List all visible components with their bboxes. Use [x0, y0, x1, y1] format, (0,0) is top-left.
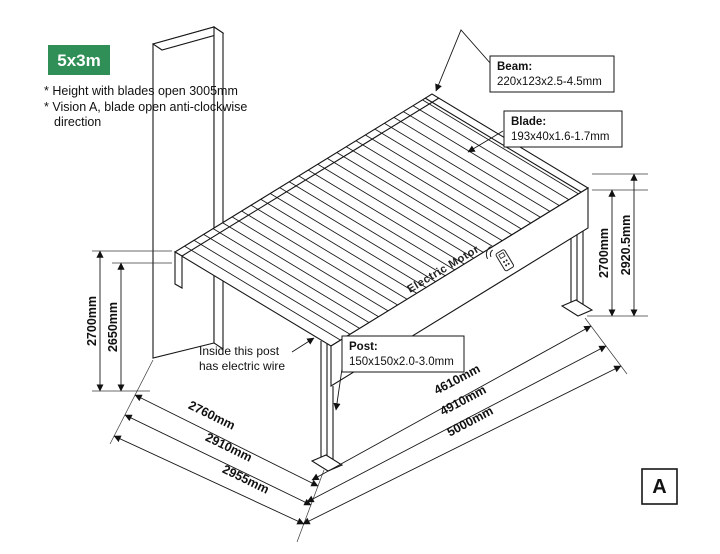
post-callout-spec: 150x150x2.0-3.0mm — [349, 356, 454, 368]
dim-label-right-inner: 2700mm — [597, 228, 611, 278]
view-label-box: A — [641, 468, 678, 505]
callout-leaders — [291, 29, 504, 411]
dim-label-depth-1: 2760mm — [186, 398, 237, 433]
wire-leader — [291, 337, 315, 353]
wire-note-line1: Inside this post — [199, 344, 280, 358]
dim-line-2955 — [113, 435, 305, 525]
beam-callout-spec: 220x123x2.5-4.5mm — [497, 76, 602, 88]
dim-label-left-outer: 2700mm — [85, 296, 99, 346]
remote-control-icon — [485, 246, 514, 272]
dim-line-5000 — [302, 365, 622, 525]
blade-callout: Blade: 193x40x1.6-1.7mm — [503, 110, 623, 148]
drawing-notes: * Height with blades open 3005mm * Visio… — [44, 84, 247, 129]
roof — [173, 93, 590, 347]
dim-label-depth-2: 2910mm — [203, 430, 254, 465]
louver-blades-icon — [184, 99, 579, 341]
post-callout-title: Post: — [349, 341, 378, 353]
size-badge-label: 5x3m — [57, 51, 100, 70]
wire-note-line2: has electric wire — [199, 359, 285, 373]
post-callout: Post: 150x150x2.0-3.0mm — [341, 335, 465, 373]
wall — [151, 25, 225, 359]
note-line-3: direction — [54, 115, 101, 129]
beam-callout: Beam: 220x123x2.5-4.5mm — [489, 55, 615, 93]
dim-line-2910 — [124, 414, 312, 506]
note-line-2: * Vision A, blade open anti-clockwise — [44, 100, 247, 114]
blade-callout-title: Blade: — [511, 116, 546, 128]
dim-label-depth-3: 2955mm — [220, 462, 271, 497]
right-beam-inner-edge — [424, 97, 582, 193]
beam-leader — [435, 29, 492, 92]
blade-callout-spec: 193x40x1.6-1.7mm — [511, 131, 609, 143]
dimension-lines — [96, 173, 638, 525]
dim-label-right-outer: 2920.5mm — [619, 215, 633, 275]
dim-label-left-inner: 2650mm — [106, 302, 120, 352]
back-beam-inner-edge — [181, 97, 440, 257]
right-post — [560, 231, 594, 317]
wire-note: Inside this post has electric wire — [199, 344, 285, 373]
beam-callout-title: Beam: — [497, 61, 532, 73]
size-badge: 5x3m — [48, 45, 110, 75]
blade-leader — [467, 130, 504, 153]
note-line-1: * Height with blades open 3005mm — [44, 84, 238, 98]
beam-end-cap — [174, 251, 183, 289]
view-label-letter: A — [652, 476, 666, 498]
